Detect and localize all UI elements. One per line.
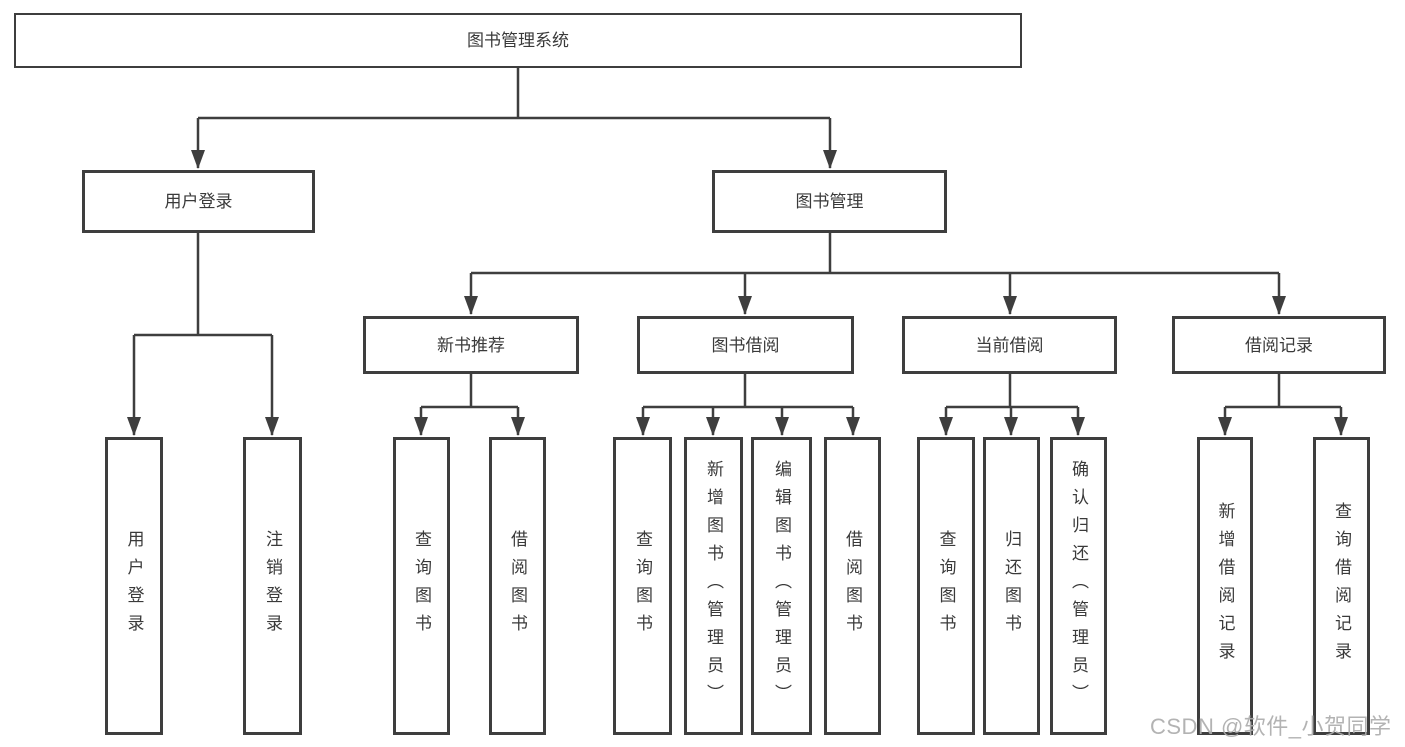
node-label: 新增借阅记录 [1215, 502, 1235, 670]
node-label: 借阅记录 [1245, 335, 1313, 355]
leaf-borrow-books-recommend: 借阅图书 [489, 437, 546, 735]
leaf-query-borrow-record: 查询借阅记录 [1313, 437, 1370, 735]
leaf-query-books-current: 查询图书 [917, 437, 975, 735]
node-label: 用户登录 [124, 530, 144, 642]
node-label: 查询借阅记录 [1332, 502, 1351, 670]
node-label: 图书借阅 [711, 335, 780, 355]
node-label: 当前借阅 [975, 335, 1044, 355]
node-label: 借阅图书 [843, 530, 862, 642]
node-library-system: 图书管理系统 [14, 13, 1022, 68]
leaf-add-book-admin: 新增图书（管理员） [684, 437, 743, 735]
node-label: 注销登录 [263, 530, 282, 642]
node-label: 确认归还（管理员） [1069, 460, 1088, 712]
node-label: 新书推荐 [437, 335, 505, 355]
leaf-query-books-borrowing: 查询图书 [613, 437, 672, 735]
node-book-borrowing: 图书借阅 [637, 316, 854, 374]
node-user-login: 用户登录 [82, 170, 315, 233]
node-label: 借阅图书 [508, 530, 527, 642]
leaf-user-login: 用户登录 [105, 437, 163, 735]
node-label: 图书管理系统 [467, 31, 569, 50]
node-label: 查询图书 [936, 530, 956, 642]
node-book-management: 图书管理 [712, 170, 947, 233]
connector-borrowing-bus [643, 374, 853, 409]
connector-current-bus [946, 374, 1078, 409]
leaf-add-borrow-record: 新增借阅记录 [1197, 437, 1253, 735]
node-label: 查询图书 [633, 530, 652, 642]
node-label: 新增图书（管理员） [704, 460, 723, 712]
leaf-borrow-books-borrowing: 借阅图书 [824, 437, 881, 735]
node-label: 归还图书 [1002, 530, 1021, 642]
leaf-edit-book-admin: 编辑图书（管理员） [751, 437, 812, 735]
connector-bookmgmt-bus [471, 233, 1279, 275]
connector-userlogin-bus [134, 233, 272, 337]
node-label: 查询图书 [412, 530, 431, 642]
node-current-borrowing: 当前借阅 [902, 316, 1117, 374]
node-borrowing-records: 借阅记录 [1172, 316, 1386, 374]
leaf-query-books-recommend: 查询图书 [393, 437, 450, 735]
connector-newbook-bus [421, 374, 518, 409]
leaf-return-books: 归还图书 [983, 437, 1040, 735]
leaf-confirm-return-admin: 确认归还（管理员） [1050, 437, 1107, 735]
leaf-logout: 注销登录 [243, 437, 302, 735]
connector-records-bus [1225, 374, 1341, 409]
node-label: 编辑图书（管理员） [772, 460, 791, 712]
node-label: 用户登录 [164, 192, 233, 211]
connector-root-bus [198, 68, 830, 120]
csdn-watermark: CSDN @软件_小贺同学 [1150, 714, 1392, 739]
node-new-book-recommend: 新书推荐 [363, 316, 579, 374]
node-label: 图书管理 [795, 192, 864, 211]
